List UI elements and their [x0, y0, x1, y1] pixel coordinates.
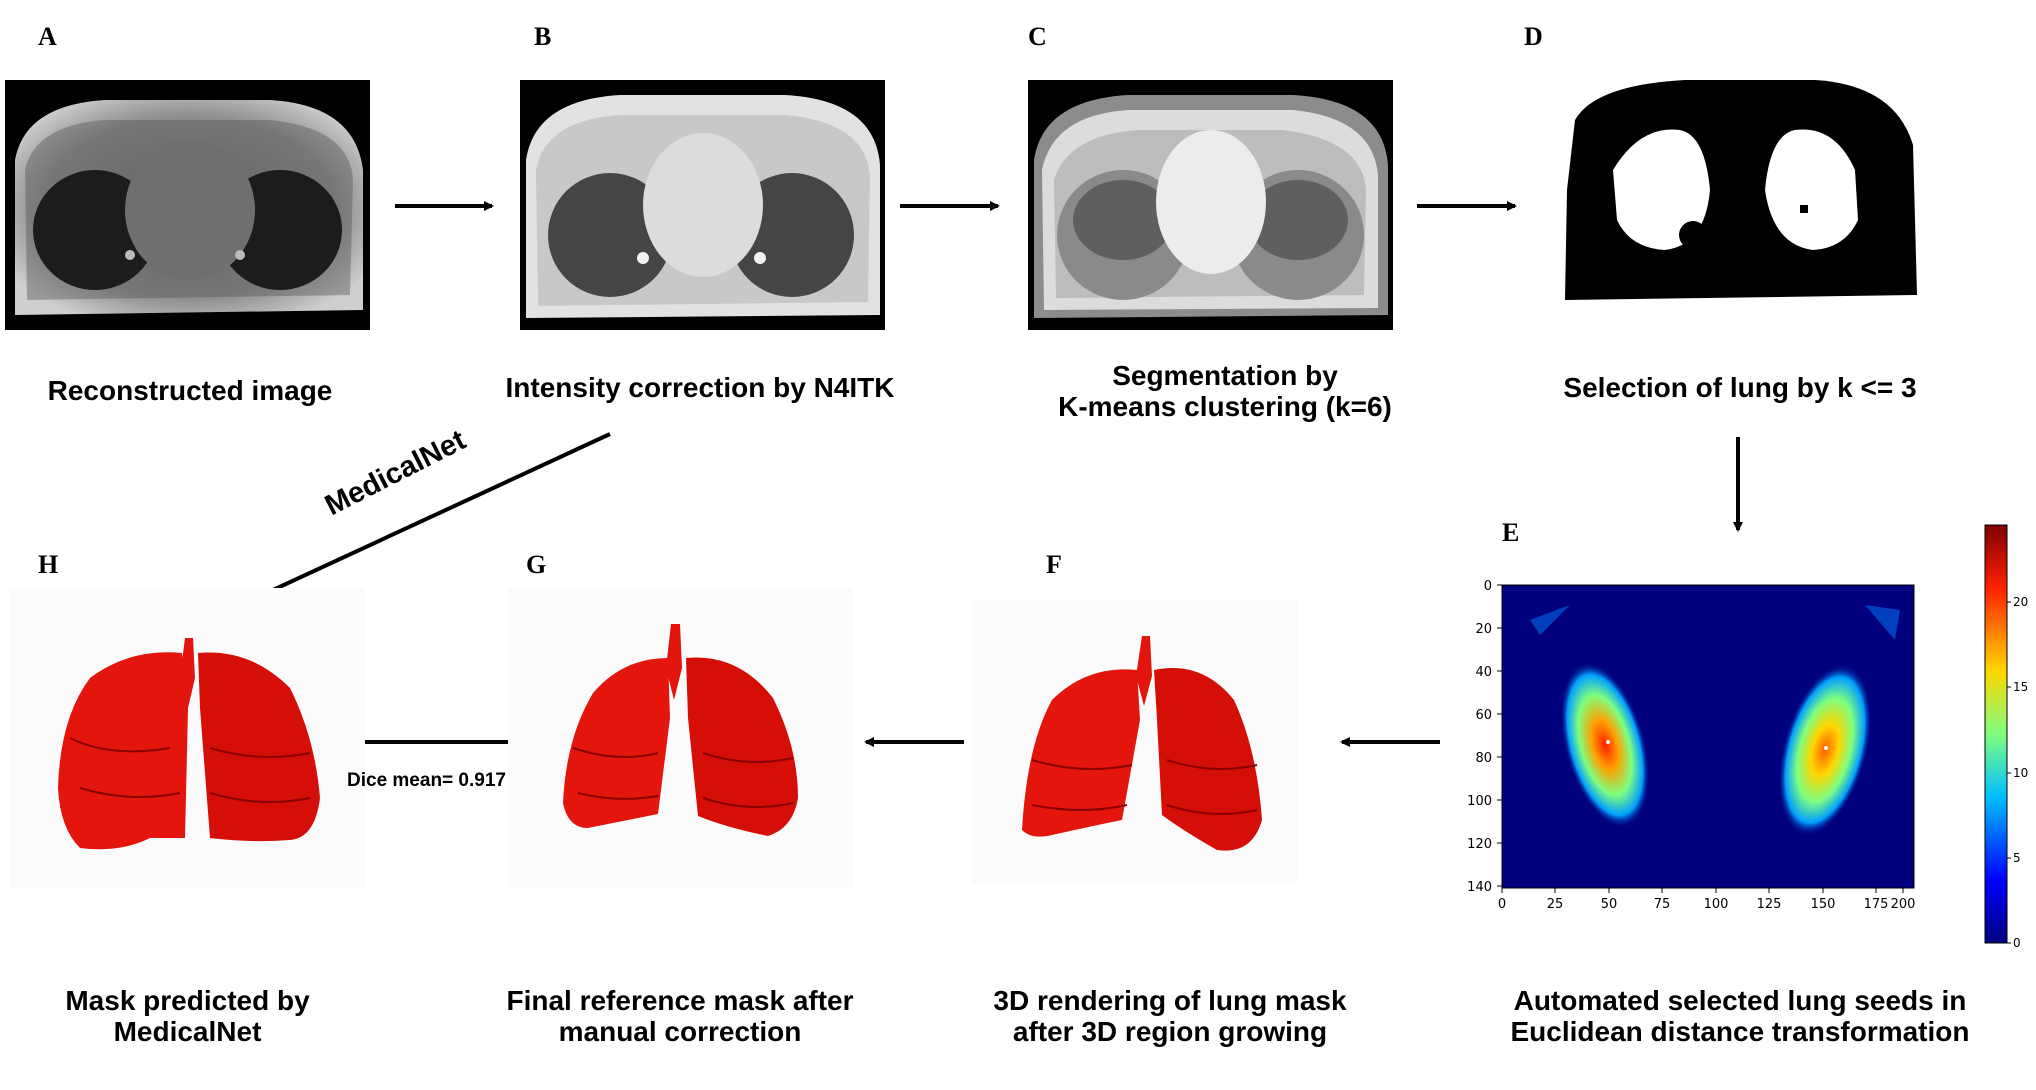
x-tick: 0	[1498, 897, 1506, 912]
caption-f-line-2: after 3D region growing	[1012, 1016, 1328, 1047]
colorbar-tick: 0	[2013, 936, 2021, 950]
reconstructed-image	[5, 80, 370, 330]
caption-c: Segmentation by K-means clustering (k=6)	[1000, 360, 1450, 422]
x-tick: 75	[1654, 897, 1671, 912]
panel-letter-a: A	[38, 22, 57, 51]
panel-letter-e: E	[1502, 518, 1520, 547]
y-tick: 120	[1467, 837, 1492, 852]
caption-f-line-1: 3D rendering of lung mask	[993, 985, 1347, 1016]
panel-letter-h: H	[38, 550, 59, 579]
x-tick: 200	[1891, 897, 1916, 912]
arrow-b-to-h	[245, 432, 611, 604]
heatmap-colorbar	[1984, 524, 2008, 944]
caption-g-line-1: Final reference mask after	[506, 985, 854, 1016]
kmeans-segmentation-image	[1028, 80, 1393, 330]
caption-d: Selection of lung by k <= 3	[1563, 372, 1917, 403]
caption-f: 3D rendering of lung mask after 3D regio…	[960, 985, 1380, 1047]
y-tick: 40	[1475, 665, 1492, 680]
colorbar-tick: 20	[2013, 595, 2028, 609]
reference-mask-render	[508, 588, 853, 888]
caption-h: Mask predicted by MedicalNet	[20, 985, 355, 1047]
colorbar-tick: 15	[2013, 680, 2028, 694]
caption-e: Automated selected lung seeds in Euclide…	[1470, 985, 2010, 1047]
y-tick: 60	[1475, 708, 1492, 723]
predicted-mask-render	[10, 588, 365, 888]
caption-g-line-2: manual correction	[558, 1016, 802, 1047]
caption-e-line-1: Automated selected lung seeds in	[1513, 985, 1967, 1016]
x-tick: 25	[1547, 897, 1564, 912]
lung-selection-mask	[1555, 70, 1925, 305]
x-tick: 175	[1864, 897, 1889, 912]
caption-h-line-1: Mask predicted by	[65, 985, 310, 1016]
caption-h-line-2: MedicalNet	[113, 1016, 262, 1047]
heatmap-y-axis: 0 20 40 60 80 100 120 140	[1467, 579, 1502, 895]
caption-c-line-1: Segmentation by	[1112, 360, 1338, 391]
colorbar-tick: 10	[2013, 766, 2028, 780]
dice-score-label: Dice mean= 0.917	[347, 770, 506, 791]
x-tick: 150	[1811, 897, 1836, 912]
y-tick: 20	[1475, 622, 1492, 637]
caption-b: Intensity correction by N4ITK	[505, 372, 895, 403]
caption-e-line-2: Euclidean distance transformation	[1510, 1016, 1970, 1047]
x-tick: 125	[1757, 897, 1782, 912]
caption-c-line-2: K-means clustering (k=6)	[1058, 391, 1392, 422]
x-tick: 50	[1601, 897, 1618, 912]
distance-transform-heatmap: 0 20 40 60 80 100 120 140 0 25 50 75 100…	[1467, 524, 2028, 950]
caption-g: Final reference mask after manual correc…	[470, 985, 890, 1047]
y-tick: 0	[1484, 579, 1492, 594]
x-tick: 100	[1704, 897, 1729, 912]
panel-letter-d: D	[1524, 22, 1543, 51]
caption-a: Reconstructed image	[47, 375, 333, 406]
colorbar-tick: 5	[2013, 851, 2021, 865]
region-growing-render	[972, 600, 1297, 885]
intensity-corrected-image	[520, 80, 885, 330]
panel-letter-b: B	[534, 22, 552, 51]
y-tick: 140	[1467, 880, 1492, 895]
y-tick: 100	[1467, 794, 1492, 809]
y-tick: 80	[1475, 751, 1492, 766]
heatmap-x-axis: 0 25 50 75 100 125 150 175 200	[1498, 888, 1916, 912]
panel-letter-c: C	[1028, 22, 1047, 51]
panel-letter-g: G	[526, 550, 547, 579]
colorbar-ticks: 0 5 10 15 20	[2007, 595, 2028, 950]
panel-letter-f: F	[1046, 550, 1062, 579]
